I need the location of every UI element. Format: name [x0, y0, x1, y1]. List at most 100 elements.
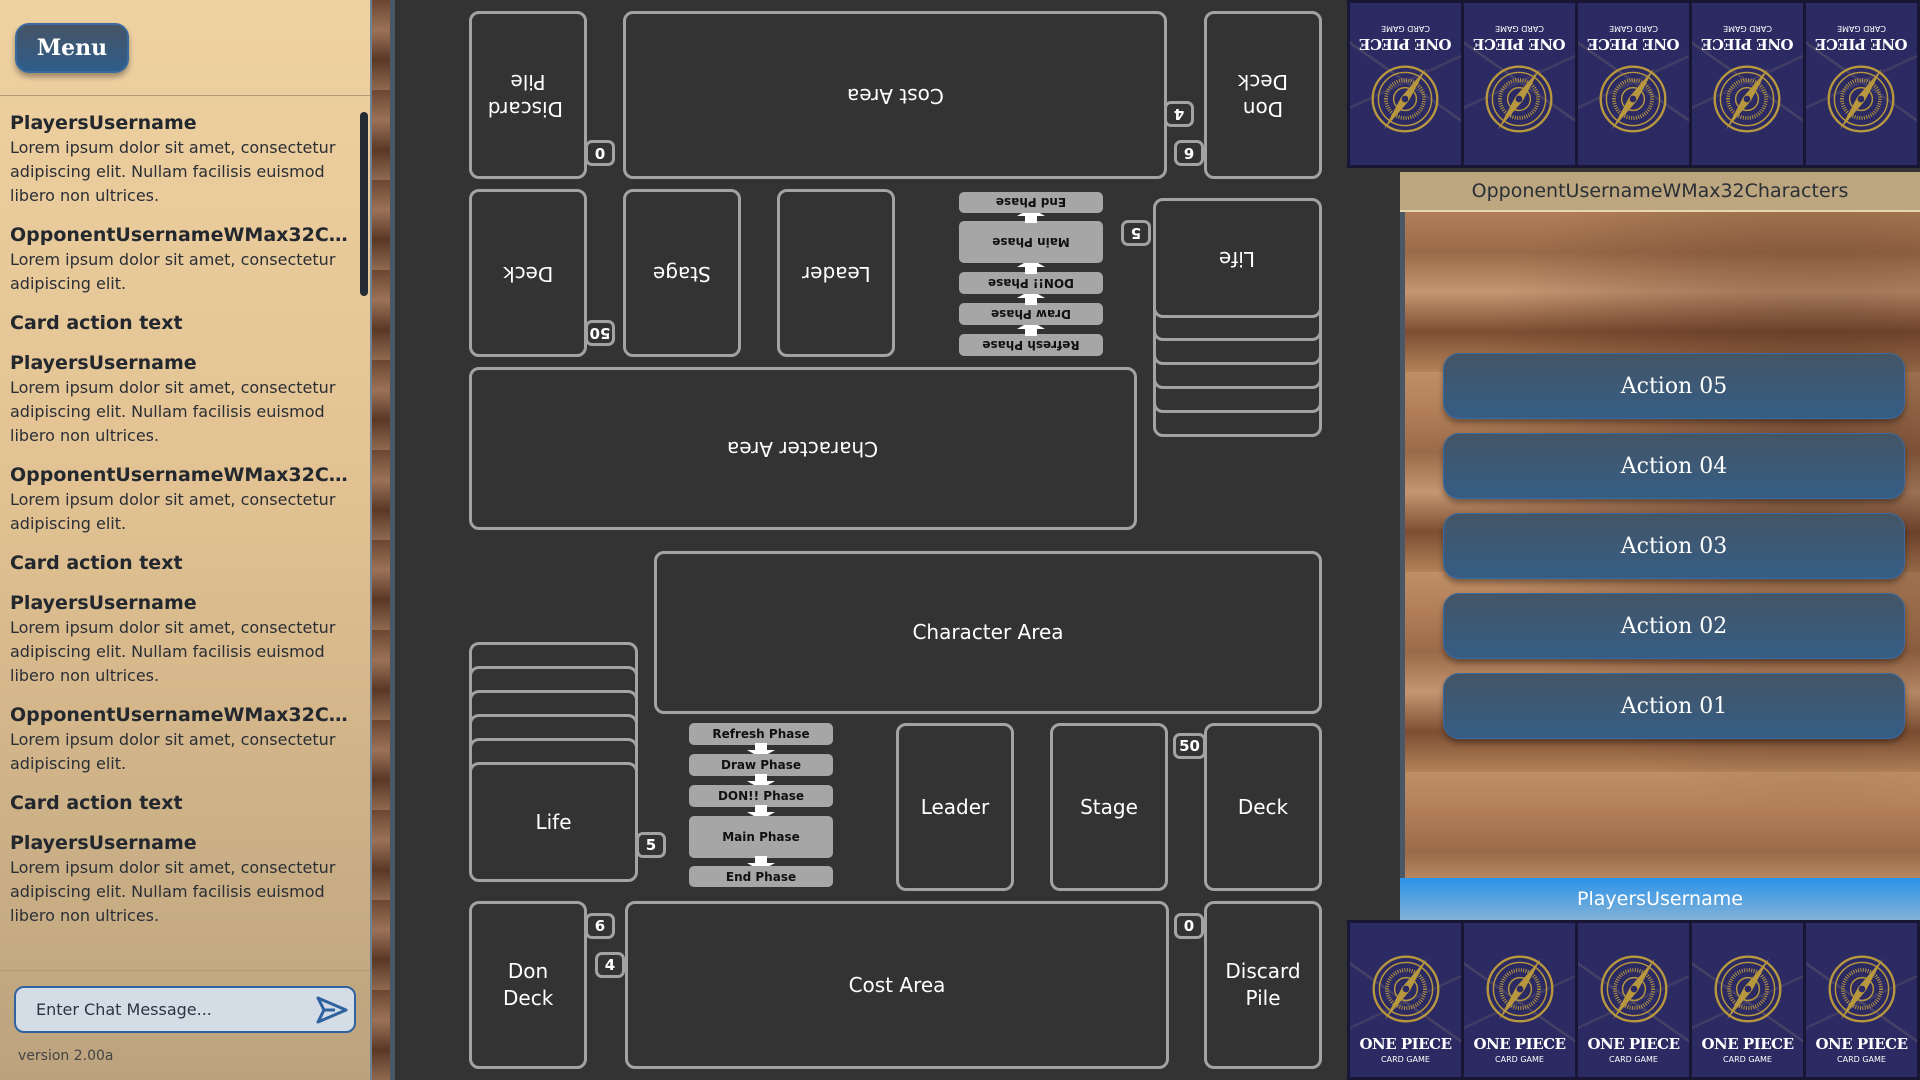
- compass-logo-icon: [1368, 61, 1444, 137]
- player-cost-area[interactable]: Cost Area: [625, 901, 1169, 1069]
- card-back[interactable]: ONE PIECE CARD GAME: [1692, 3, 1803, 165]
- opponent-deck[interactable]: Deck: [469, 189, 587, 357]
- opponent-stage[interactable]: Stage: [623, 189, 741, 357]
- compass-logo-icon: [1824, 951, 1900, 1027]
- chat-username: PlayersUsername: [10, 112, 197, 134]
- menu-button[interactable]: Menu: [15, 23, 129, 73]
- card-back-title: ONE PIECE: [1587, 1035, 1680, 1053]
- zone-label: Don Deck: [1237, 70, 1288, 121]
- opponent-phase-tracker: Refresh Phase Draw Phase DON!! Phase Mai…: [959, 192, 1103, 356]
- action-02-button[interactable]: Action 02: [1443, 593, 1905, 659]
- compass-logo-icon: [1482, 61, 1558, 137]
- zone-label: Don Deck: [503, 959, 554, 1010]
- chat-message: OpponentUsernameWMax32Cha...Lorem ipsum …: [10, 462, 360, 536]
- card-back-subtitle: CARD GAME: [1609, 1055, 1658, 1064]
- phase-draw: Draw Phase: [959, 303, 1103, 325]
- chat-username: PlayersUsername: [10, 592, 197, 614]
- player-name-bar: PlayersUsername: [1400, 878, 1920, 920]
- player-life[interactable]: Life: [469, 762, 638, 882]
- card-back-title: ONE PIECE: [1815, 35, 1908, 53]
- phase-end: End Phase: [959, 192, 1103, 213]
- player-don-count: 6: [585, 913, 615, 939]
- player-life-count: 5: [636, 832, 666, 858]
- zone-label: Stage: [1080, 794, 1138, 819]
- chat-action-text: Card action text: [10, 312, 183, 334]
- card-back-subtitle: CARD GAME: [1495, 24, 1544, 33]
- compass-logo-icon: [1824, 61, 1900, 137]
- card-back-title: ONE PIECE: [1701, 35, 1794, 53]
- card-back[interactable]: ONE PIECE CARD GAME: [1464, 923, 1575, 1077]
- opponent-name-bar: OpponentUsernameWMax32Characters: [1400, 172, 1920, 212]
- chat-message-text: Lorem ipsum dolor sit amet, consectetur …: [10, 378, 336, 445]
- opponent-cost-area[interactable]: Cost Area: [623, 11, 1167, 179]
- wood-background: [372, 0, 392, 1080]
- player-discard-pile[interactable]: Discard Pile: [1204, 901, 1322, 1069]
- divider: [0, 95, 370, 96]
- opponent-don-deck[interactable]: Don Deck: [1204, 11, 1322, 179]
- opponent-discard-pile[interactable]: Discard Pile: [469, 11, 587, 179]
- chat-message: OpponentUsernameWMax32Cha...Lorem ipsum …: [10, 222, 360, 296]
- action-03-button[interactable]: Action 03: [1443, 513, 1905, 579]
- player-don-deck[interactable]: Don Deck: [469, 901, 587, 1069]
- zone-label: Cost Area: [846, 83, 944, 108]
- chat-scrollbar[interactable]: [360, 112, 368, 296]
- zone-label: Character Area: [912, 620, 1064, 644]
- opponent-discard-count: 0: [585, 140, 615, 166]
- compass-logo-icon: [1596, 951, 1672, 1027]
- card-back-title: ONE PIECE: [1587, 35, 1680, 53]
- action-05-button[interactable]: Action 05: [1443, 353, 1905, 419]
- player-discard-count: 0: [1174, 913, 1204, 939]
- chat-action-text: Card action text: [10, 792, 183, 814]
- card-back[interactable]: ONE PIECE CARD GAME: [1578, 923, 1689, 1077]
- compass-logo-icon: [1482, 951, 1558, 1027]
- zone-label: Deck: [502, 261, 554, 286]
- compass-logo-icon: [1596, 61, 1672, 137]
- chat-message-text: Lorem ipsum dolor sit amet, consectetur …: [10, 618, 336, 685]
- phase-don: DON!! Phase: [959, 272, 1103, 294]
- player-leader[interactable]: Leader: [896, 723, 1014, 891]
- card-back-title: ONE PIECE: [1473, 1035, 1566, 1053]
- opponent-cost-count: 4: [1164, 101, 1194, 127]
- chat-input-container: [14, 986, 356, 1033]
- card-back-subtitle: CARD GAME: [1381, 1055, 1430, 1064]
- divider: [0, 970, 370, 971]
- phase-main: Main Phase: [959, 221, 1103, 263]
- card-back-subtitle: CARD GAME: [1495, 1055, 1544, 1064]
- game-board: Discard Pile 0 Cost Area 4 Don Deck 6 De…: [395, 0, 1395, 1080]
- player-phase-tracker: Refresh Phase Draw Phase DON!! Phase Mai…: [689, 723, 833, 887]
- zone-label: Deck: [1237, 794, 1289, 819]
- card-back-title: ONE PIECE: [1473, 35, 1566, 53]
- compass-logo-icon: [1710, 951, 1786, 1027]
- zone-label: Leader: [801, 261, 871, 286]
- zone-label: Life: [1219, 246, 1256, 271]
- player-character-area[interactable]: Character Area: [654, 551, 1322, 714]
- card-back-subtitle: CARD GAME: [1723, 24, 1772, 33]
- chat-input[interactable]: [16, 1000, 310, 1019]
- player-stage[interactable]: Stage: [1050, 723, 1168, 891]
- player-deck[interactable]: Deck: [1204, 723, 1322, 891]
- chat-username: OpponentUsernameWMax32Cha...: [10, 464, 360, 486]
- send-button[interactable]: [310, 990, 354, 1030]
- chat-username: PlayersUsername: [10, 352, 197, 374]
- chat-message-text: Lorem ipsum dolor sit amet, consectetur …: [10, 138, 336, 205]
- action-01-button[interactable]: Action 01: [1443, 673, 1905, 739]
- opponent-leader[interactable]: Leader: [777, 189, 895, 357]
- opponent-character-area[interactable]: Character Area: [469, 367, 1137, 530]
- action-04-button[interactable]: Action 04: [1443, 433, 1905, 499]
- player-deck-count: 50: [1173, 733, 1206, 759]
- send-icon: [316, 996, 348, 1023]
- opponent-life-count: 5: [1121, 220, 1151, 246]
- card-back[interactable]: ONE PIECE CARD GAME: [1464, 3, 1575, 165]
- phase-don: DON!! Phase: [689, 785, 833, 807]
- opponent-life[interactable]: Life: [1153, 198, 1322, 318]
- opponent-don-count: 6: [1174, 140, 1204, 166]
